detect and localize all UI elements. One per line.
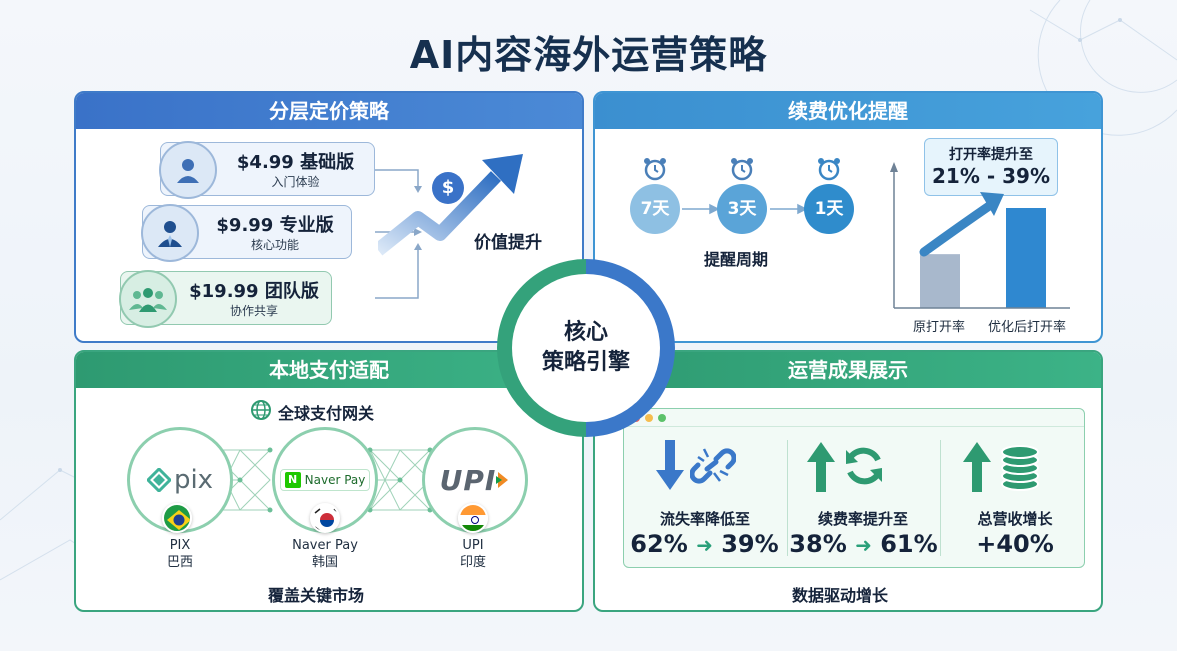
- metric-title: 流失率降低至: [659, 510, 750, 528]
- metric-divider: [787, 440, 788, 556]
- metric-divider: [940, 440, 941, 556]
- upi-arrow-icon: [496, 472, 509, 488]
- renewal-header: 续费优化提醒: [595, 93, 1101, 129]
- reminder-day-3: 3天: [717, 184, 767, 234]
- pix-diamond-icon: [146, 468, 171, 492]
- tier-card-pro: $9.99 专业版 核心功能: [141, 204, 352, 262]
- pay-label-pix: PIX 巴西: [140, 537, 220, 571]
- metric-value: 62% ➜ 39%: [627, 530, 782, 558]
- open-rate-range: 21% - 39%: [932, 164, 1050, 188]
- korea-flag-icon: [310, 503, 340, 533]
- right-arrow-icon: ➜: [696, 533, 713, 557]
- tier-desc: 核心功能: [250, 238, 299, 252]
- reminder-cycle-label: 提醒周期: [704, 250, 769, 269]
- user-icon: [159, 141, 217, 199]
- coins-icon: [1001, 445, 1039, 491]
- results-footer: 数据驱动增长: [792, 586, 889, 605]
- up-arrow-icon: [963, 442, 991, 492]
- gateway-row: 全球支付网关: [250, 400, 374, 424]
- open-rate-caption: 打开率提升至: [949, 147, 1033, 163]
- core-inner: 核心 策略引擎: [512, 274, 660, 422]
- bar-original-open-rate: [920, 254, 960, 308]
- tier-price: $19.99 团队版: [189, 281, 319, 302]
- broken-link-icon: [690, 448, 736, 484]
- payment-header: 本地支付适配: [76, 352, 582, 388]
- core-line2: 策略引擎: [541, 350, 630, 375]
- pay-label-naverpay: Naver Pay 韩国: [280, 537, 370, 571]
- gateway-label: 全球支付网关: [278, 404, 375, 423]
- naverpay-logo: N Naver Pay: [279, 469, 371, 491]
- reminder-day-1: 1天: [804, 184, 854, 234]
- chart-y-axis-arrow: [890, 162, 898, 172]
- tier-price: $4.99 基础版: [236, 152, 355, 173]
- upi-logo: UPI: [440, 464, 511, 497]
- metric-value: +40%: [976, 530, 1054, 558]
- open-rate-box: 打开率提升至 21% - 39%: [924, 138, 1058, 196]
- pay-method-name: UPI: [462, 538, 484, 553]
- trend-arrow-head: [980, 192, 1004, 216]
- metric-value: 38% ➜ 61%: [787, 530, 940, 558]
- right-arrow-icon: ➜: [855, 533, 872, 557]
- globe-icon: [250, 399, 272, 425]
- open-rate-chart: [890, 162, 1070, 309]
- tier-price: $9.99 专业版: [216, 215, 334, 236]
- metric-from: 62%: [630, 530, 688, 558]
- browser-title-bar: [624, 409, 1084, 427]
- alarm-clock-icon: [818, 158, 840, 181]
- pricing-header: 分层定价策略: [76, 93, 582, 129]
- metric-from: 38%: [789, 530, 847, 558]
- dollar-icon: $: [432, 172, 464, 204]
- metric-to: 39%: [721, 530, 779, 558]
- down-arrow-icon: [656, 440, 684, 490]
- reminder-day-7: 7天: [630, 184, 680, 234]
- upi-logo-text: UPI: [439, 463, 497, 497]
- alarm-clock-icon: [731, 158, 753, 181]
- window-maximize-dot: [658, 414, 666, 422]
- tier-card-team: $19.99 团队版 协作共享: [119, 270, 332, 328]
- alarm-clock-icon: [644, 158, 666, 181]
- brazil-flag-icon: [162, 503, 192, 533]
- pay-method-name: Naver Pay: [292, 538, 358, 553]
- pay-label-upi: UPI 印度: [433, 537, 513, 571]
- pay-method-region: 韩国: [311, 555, 338, 570]
- up-arrow-icon: [807, 442, 835, 492]
- tier-desc: 入门体验: [271, 175, 320, 189]
- pix-logo-text: pix: [173, 465, 214, 495]
- refresh-icon: [846, 447, 882, 485]
- core-strategy-engine: 核心 策略引擎: [497, 259, 675, 437]
- bar-label-optimized: 优化后打开率: [987, 320, 1066, 335]
- results-header: 运营成果展示: [595, 352, 1101, 388]
- trend-arrow: [919, 199, 997, 257]
- metric-to: 61%: [880, 530, 938, 558]
- team-icon: [119, 270, 177, 328]
- metric-title: 续费率提升至: [817, 510, 908, 528]
- value-label: 价值提升: [474, 233, 542, 253]
- payment-footer: 覆盖关键市场: [268, 586, 365, 605]
- reminder-timeline: [682, 203, 808, 215]
- naver-n-icon: N: [284, 472, 301, 488]
- pay-method-name: PIX: [169, 538, 191, 553]
- page-title: AI内容海外运营策略: [409, 33, 768, 77]
- bar-label-original: 原打开率: [912, 320, 965, 335]
- india-flag-icon: [458, 503, 488, 533]
- value-growth-arrow: [378, 154, 523, 256]
- core-line1: 核心: [563, 320, 608, 345]
- bar-optimized-open-rate: [1006, 208, 1046, 308]
- pay-method-region: 印度: [459, 555, 486, 570]
- window-minimize-dot: [645, 414, 653, 422]
- tier-card-basic: $4.99 基础版 入门体验: [159, 141, 375, 199]
- businessman-icon: [141, 204, 199, 262]
- pay-method-region: 巴西: [166, 555, 193, 570]
- metric-title: 总营收增长: [977, 510, 1053, 528]
- naverpay-logo-text: Naver Pay: [304, 473, 366, 487]
- pix-logo: pix: [146, 465, 214, 495]
- tier-desc: 协作共享: [229, 304, 278, 318]
